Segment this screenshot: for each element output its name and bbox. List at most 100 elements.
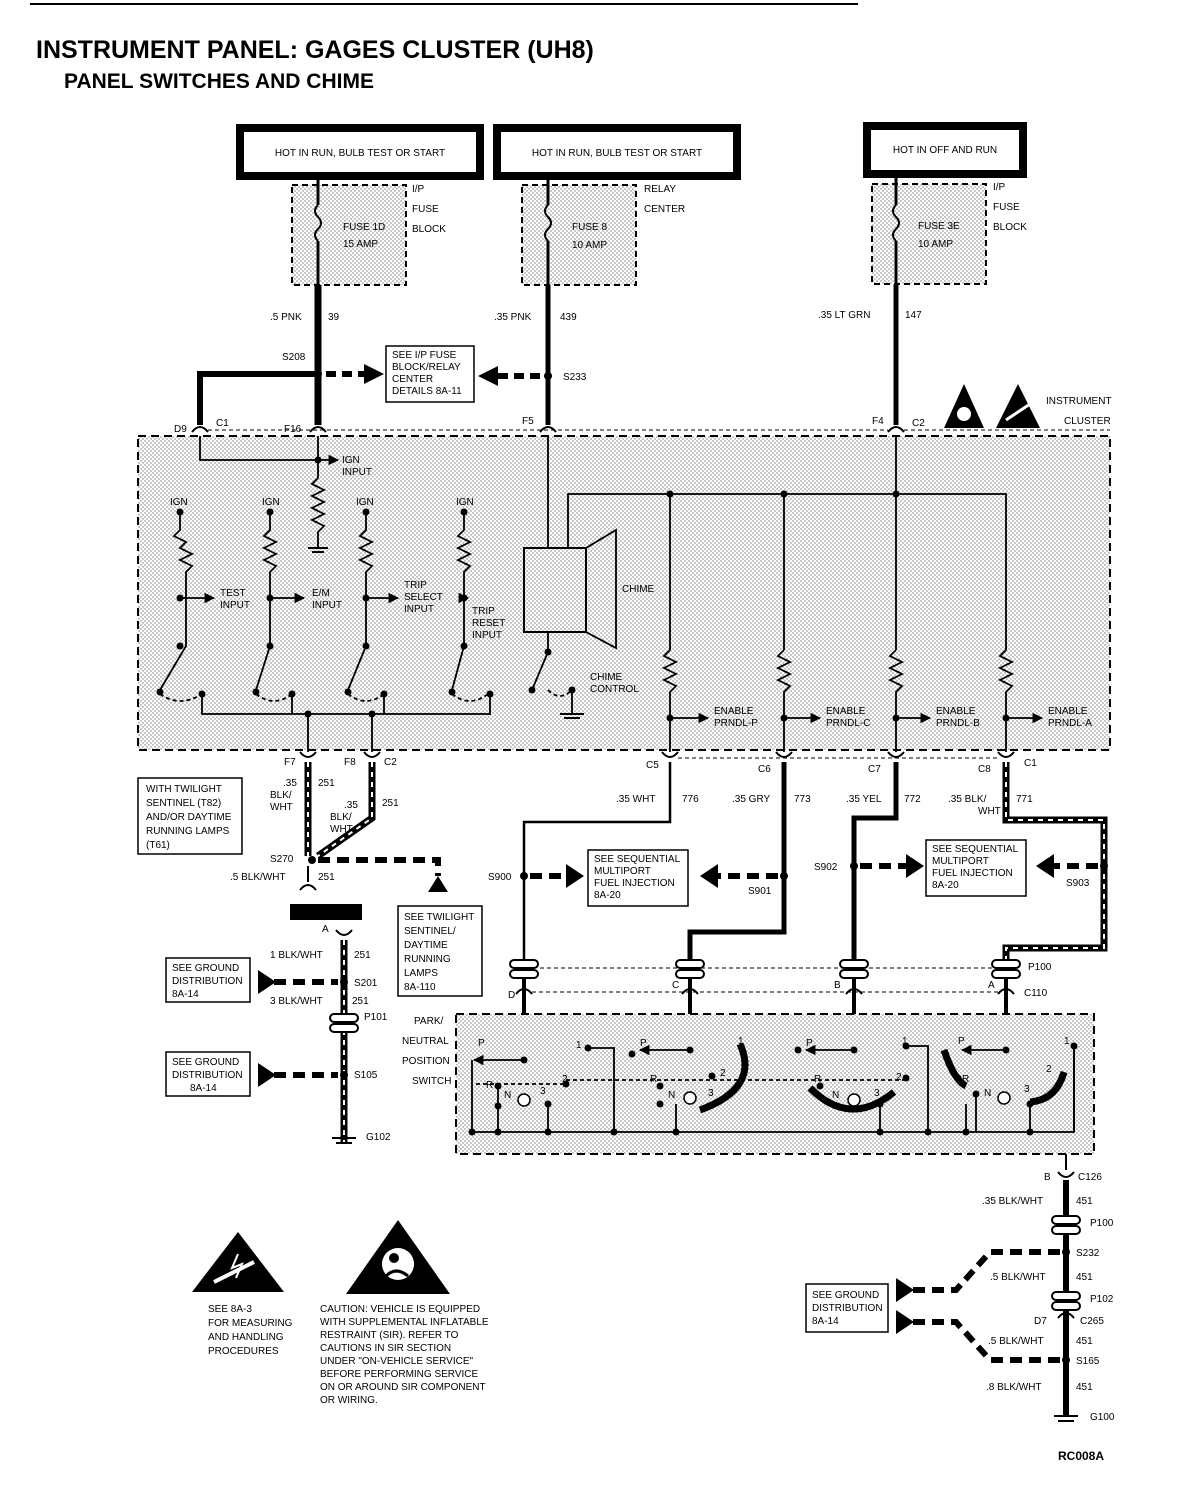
f7-wire-1: .35	[283, 778, 297, 789]
connector-p101-icon	[329, 1013, 359, 1033]
svg-text:IGN: IGN	[170, 497, 188, 508]
svg-text:DISTRIBUTION: DISTRIBUTION	[172, 976, 243, 987]
circuit-39: 39	[328, 312, 340, 323]
ground-ref-1: SEE GROUND DISTRIBUTION 8A-14	[165, 957, 251, 1003]
pin-c2b: C2	[384, 757, 397, 768]
svg-text:8A-20: 8A-20	[932, 880, 959, 891]
svg-text:3: 3	[708, 1088, 714, 1099]
svg-text:CHIME: CHIME	[590, 672, 623, 683]
svg-text:SEE GROUND: SEE GROUND	[812, 1290, 879, 1301]
svg-text:FUSE: FUSE	[412, 204, 439, 215]
svg-text:DETAILS 8A-11: DETAILS 8A-11	[392, 386, 462, 397]
f8-wire-3: WHT	[330, 824, 353, 835]
fuse-block-8: FUSE 8 10 AMP RELAY CENTER	[521, 184, 685, 286]
svg-text:PRNDL-C: PRNDL-C	[826, 718, 870, 729]
pnp-label-3: POSITION	[402, 1056, 450, 1067]
svg-text:AND HANDLING: AND HANDLING	[208, 1332, 284, 1343]
sfi-ref-1: SEE SEQUENTIAL MULTIPORT FUEL INJECTION …	[587, 849, 689, 907]
svg-text:IGN: IGN	[262, 497, 280, 508]
svg-text:E/M: E/M	[312, 588, 330, 599]
svg-text:SEE TWILIGHT: SEE TWILIGHT	[404, 912, 474, 923]
w1-circuit: 251	[354, 950, 371, 961]
cluster-top-pins	[191, 426, 905, 433]
svg-text:N: N	[668, 1090, 675, 1101]
svg-text:CONTROL: CONTROL	[590, 684, 639, 695]
rg-circuit-3: 451	[1076, 1336, 1093, 1347]
f7-circuit: 251	[318, 778, 335, 789]
rg-wire-1: .35 BLK/WHT	[982, 1196, 1043, 1207]
svg-text:N: N	[504, 1090, 511, 1101]
wire-label-147: .35 LT GRN	[818, 310, 870, 321]
svg-text:HOT IN OFF AND RUN: HOT IN OFF AND RUN	[893, 145, 997, 156]
prndl-wiring	[522, 762, 1108, 962]
pnp-switch	[455, 1013, 1095, 1155]
ground-g102: G102	[366, 1132, 391, 1143]
svg-text:8A-20: 8A-20	[594, 890, 621, 901]
svg-text:SEE GROUND: SEE GROUND	[172, 1057, 239, 1068]
svg-text:P: P	[806, 1038, 813, 1049]
circuit-772: 772	[904, 794, 921, 805]
f8-wire-1: .35	[344, 800, 358, 811]
connector-p100-row	[509, 959, 1021, 979]
connector-p100: P100	[1028, 962, 1052, 973]
svg-text:UNDER "ON-VEHICLE SERVICE": UNDER "ON-VEHICLE SERVICE"	[320, 1356, 474, 1367]
svg-text:8A-110: 8A-110	[404, 982, 436, 993]
svg-text:DISTRIBUTION: DISTRIBUTION	[812, 1303, 883, 1314]
svg-text:FUEL INJECTION: FUEL INJECTION	[932, 868, 1013, 879]
svg-text:IGN: IGN	[342, 455, 360, 466]
ground-ref-3: SEE GROUND DISTRIBUTION 8A-14	[805, 1283, 889, 1333]
connector-c126: C126	[1078, 1172, 1102, 1183]
circuit-439: 439	[560, 312, 577, 323]
left-ground-wiring	[274, 762, 441, 1144]
connector-p101: P101	[364, 1012, 388, 1023]
svg-text:FOR MEASURING: FOR MEASURING	[208, 1318, 293, 1329]
svg-text:FUSE 8: FUSE 8	[572, 222, 607, 233]
svg-text:SEE SEQUENTIAL: SEE SEQUENTIAL	[932, 844, 1019, 855]
page-subtitle: PANEL SWITCHES AND CHIME	[64, 70, 374, 93]
f8-circuit: 251	[382, 798, 399, 809]
svg-text:P: P	[640, 1038, 647, 1049]
ground-g100: G100	[1090, 1412, 1115, 1423]
svg-text:8A-14: 8A-14	[190, 1083, 217, 1094]
figure-code: RC008A	[1058, 1449, 1104, 1463]
pin-f5: F5	[522, 416, 534, 427]
connector-p100b: P100	[1090, 1218, 1114, 1229]
svg-text:SEE 8A-3: SEE 8A-3	[208, 1304, 252, 1315]
pnp-label-1: PARK/	[414, 1016, 443, 1027]
twilight-ref: SEE TWILIGHT SENTINEL/ DAYTIME RUNNING L…	[397, 905, 483, 997]
pin-d: D	[508, 990, 515, 1001]
svg-text:MULTIPORT: MULTIPORT	[594, 866, 651, 877]
f7-wire-3: WHT	[270, 802, 293, 813]
cluster-dots	[156, 456, 1010, 722]
svg-text:R: R	[814, 1074, 821, 1085]
sir-warning-icon	[944, 384, 984, 428]
w1-wire: 1 BLK/WHT	[270, 950, 323, 961]
svg-text:FUSE 1D: FUSE 1D	[343, 222, 385, 233]
pnp-label-4: SWITCH	[412, 1076, 451, 1087]
pin-f7: F7	[284, 757, 296, 768]
wire-label-39: .5 PNK	[270, 312, 302, 323]
svg-text:1: 1	[738, 1036, 744, 1047]
esd-large-icon	[192, 1232, 284, 1292]
splice-s233: S233	[563, 372, 587, 383]
pin-d7: D7	[1034, 1316, 1047, 1327]
splice-s232: S232	[1076, 1248, 1100, 1259]
svg-text:WITH SUPPLEMENTAL INFLATABLE: WITH SUPPLEMENTAL INFLATABLE	[320, 1317, 489, 1328]
svg-text:DAYTIME: DAYTIME	[404, 940, 448, 951]
svg-text:PRNDL-A: PRNDL-A	[1048, 718, 1092, 729]
svg-text:SELECT: SELECT	[404, 592, 443, 603]
cluster-name-1: INSTRUMENT	[1046, 396, 1112, 407]
svg-text:BLOCK/RELAY: BLOCK/RELAY	[392, 362, 461, 373]
fuse-block-3e: FUSE 3E 10 AMP I/P FUSE BLOCK	[871, 182, 1027, 285]
pin-c7: C7	[868, 764, 881, 775]
pin-c1b: C1	[1024, 758, 1037, 769]
svg-text:SEE I/P FUSE: SEE I/P FUSE	[392, 350, 457, 361]
svg-text:INPUT: INPUT	[472, 630, 502, 641]
pin-a: A	[988, 980, 995, 991]
pnp-contacts	[698, 1042, 1068, 1114]
svg-text:BLOCK: BLOCK	[993, 222, 1027, 233]
pnp-position-marks: P R N 3 1 2 P R N 3 1 2 P R N 3 1 2 P R …	[478, 1036, 1070, 1101]
svg-text:2: 2	[562, 1074, 568, 1085]
cluster-bottom-pins	[299, 751, 1015, 758]
